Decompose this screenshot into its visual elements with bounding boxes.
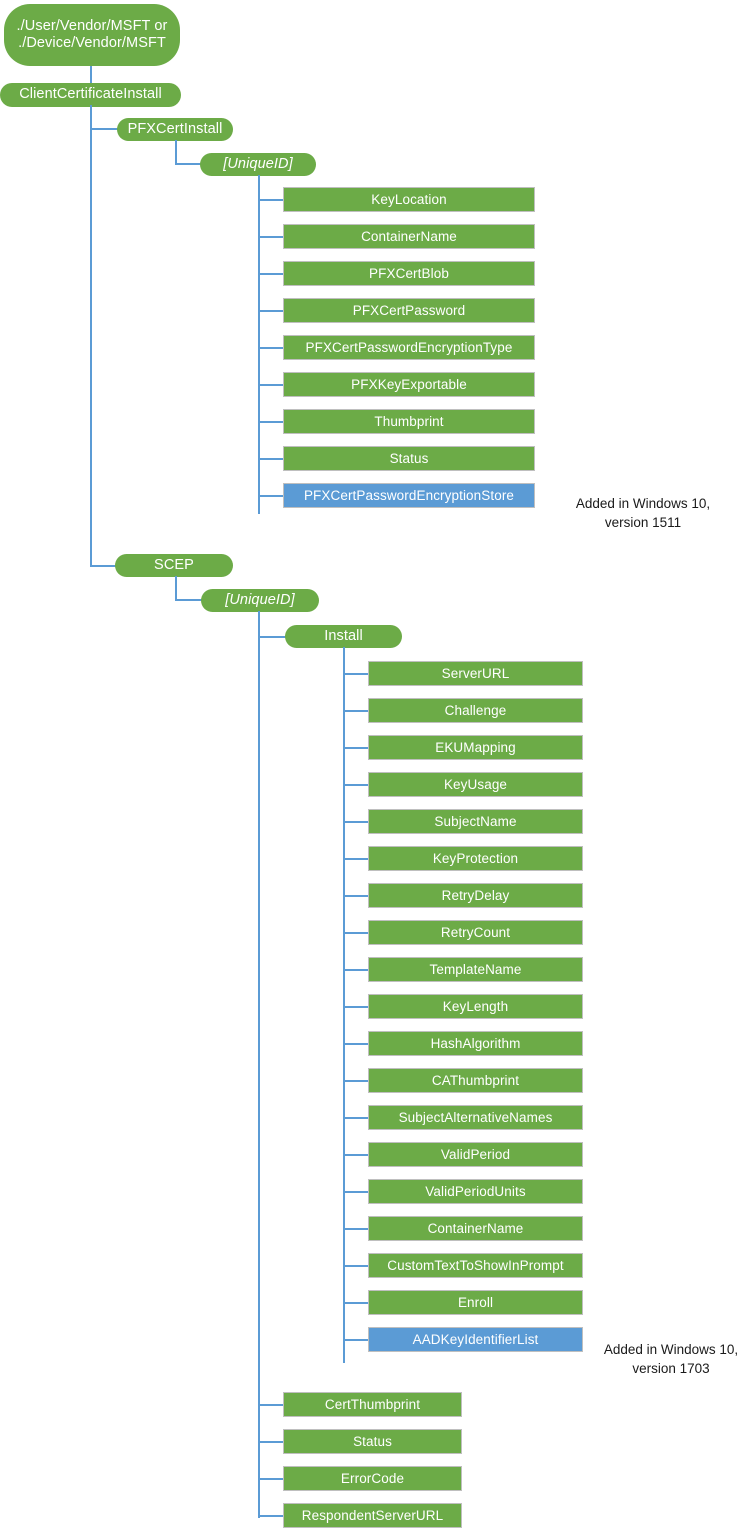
node-root[interactable]: ./User/Vendor/MSFT or ./Device/Vendor/MS… <box>4 4 180 66</box>
connector-stub <box>343 1117 368 1119</box>
leaf-node[interactable]: SubjectName <box>368 809 583 834</box>
connector-root-to-cci <box>90 66 92 94</box>
connector-stub <box>343 895 368 897</box>
connector-stub <box>258 199 283 201</box>
connector-scep-trunk <box>175 576 177 600</box>
node-pfx-unique-id[interactable]: [UniqueID] <box>200 153 316 176</box>
connector-stub <box>258 384 283 386</box>
connector-uniqueid-to-install <box>258 636 288 638</box>
connector-stub <box>343 821 368 823</box>
node-root-line2: ./Device/Vendor/MSFT <box>18 35 166 51</box>
connector-stub <box>343 858 368 860</box>
connector-stub <box>258 421 283 423</box>
leaf-node[interactable]: TemplateName <box>368 957 583 982</box>
leaf-node[interactable]: Enroll <box>368 1290 583 1315</box>
connector-stub <box>343 747 368 749</box>
leaf-node[interactable]: RetryCount <box>368 920 583 945</box>
leaf-node[interactable]: ValidPeriodUnits <box>368 1179 583 1204</box>
connector-stub <box>343 1154 368 1156</box>
connector-scep-to-uniqueid <box>175 599 203 601</box>
annotation-pfx-line1: Added in Windows 10, <box>575 496 711 511</box>
leaf-node[interactable]: ValidPeriod <box>368 1142 583 1167</box>
connector-stub <box>258 1515 283 1517</box>
connector-stub <box>343 1043 368 1045</box>
leaf-node[interactable]: ContainerName <box>283 224 535 249</box>
connector-stub <box>343 710 368 712</box>
leaf-node[interactable]: AADKeyIdentifierList <box>368 1327 583 1352</box>
connector-stub <box>258 273 283 275</box>
annotation-scep-added: Added in Windows 10, version 1703 <box>592 1340 750 1378</box>
connector-stub <box>343 673 368 675</box>
leaf-node[interactable]: PFXCertPasswordEncryptionType <box>283 335 535 360</box>
connector-stub <box>343 784 368 786</box>
node-pfx-cert-install[interactable]: PFXCertInstall <box>117 118 233 141</box>
leaf-node[interactable]: CustomTextToShowInPrompt <box>368 1253 583 1278</box>
connector-stub <box>258 1478 283 1480</box>
connector-stub <box>258 236 283 238</box>
connector-stub <box>343 1080 368 1082</box>
annotation-scep-line2: version 1703 <box>632 1361 710 1377</box>
annotation-scep-line1: Added in Windows 10, <box>603 1342 739 1357</box>
connector-stub <box>343 932 368 934</box>
leaf-node[interactable]: RespondentServerURL <box>283 1503 462 1528</box>
leaf-node[interactable]: RetryDelay <box>368 883 583 908</box>
leaf-node[interactable]: PFXCertPassword <box>283 298 535 323</box>
leaf-node[interactable]: PFXKeyExportable <box>283 372 535 397</box>
connector-stub <box>343 1228 368 1230</box>
leaf-node[interactable]: KeyLength <box>368 994 583 1019</box>
leaf-node[interactable]: Status <box>283 446 535 471</box>
leaf-node[interactable]: PFXCertBlob <box>283 261 535 286</box>
connector-stub <box>258 347 283 349</box>
node-install[interactable]: Install <box>285 625 402 648</box>
connector-stub <box>343 1339 368 1341</box>
leaf-node[interactable]: PFXCertPasswordEncryptionStore <box>283 483 535 508</box>
connector-scep-uniqueid-trunk <box>258 611 260 1518</box>
leaf-node[interactable]: ContainerName <box>368 1216 583 1241</box>
connector-stub <box>343 1006 368 1008</box>
leaf-node[interactable]: ServerURL <box>368 661 583 686</box>
connector-stub <box>343 1191 368 1193</box>
leaf-node[interactable]: CertThumbprint <box>283 1392 462 1417</box>
connector-stub <box>258 310 283 312</box>
leaf-node[interactable]: SubjectAlternativeNames <box>368 1105 583 1130</box>
connector-install-trunk <box>343 647 345 1363</box>
leaf-node[interactable]: KeyUsage <box>368 772 583 797</box>
node-client-certificate-install[interactable]: ClientCertificateInstall <box>0 83 181 107</box>
leaf-node[interactable]: Thumbprint <box>283 409 535 434</box>
node-scep[interactable]: SCEP <box>115 554 233 577</box>
connector-cci-trunk <box>90 105 92 567</box>
connector-cci-to-pfx <box>90 128 126 130</box>
connector-stub <box>258 495 283 497</box>
node-root-line1: ./User/Vendor/MSFT or <box>16 17 168 34</box>
leaf-node[interactable]: KeyProtection <box>368 846 583 871</box>
node-scep-unique-id[interactable]: [UniqueID] <box>201 589 319 612</box>
annotation-pfx-added: Added in Windows 10, version 1511 <box>543 494 743 532</box>
leaf-node[interactable]: Challenge <box>368 698 583 723</box>
leaf-node[interactable]: ErrorCode <box>283 1466 462 1491</box>
connector-stub <box>258 458 283 460</box>
connector-stub <box>258 1404 283 1406</box>
leaf-node[interactable]: EKUMapping <box>368 735 583 760</box>
connector-stub <box>343 1302 368 1304</box>
annotation-pfx-line2: version 1511 <box>604 515 682 531</box>
leaf-node[interactable]: KeyLocation <box>283 187 535 212</box>
connector-pfx-uniqueid-trunk <box>258 175 260 514</box>
connector-pfx-trunk <box>175 140 177 164</box>
connector-stub <box>343 969 368 971</box>
leaf-node[interactable]: HashAlgorithm <box>368 1031 583 1056</box>
connector-stub <box>258 1441 283 1443</box>
connector-cci-to-scep <box>90 565 116 567</box>
leaf-node[interactable]: Status <box>283 1429 462 1454</box>
connector-pfx-to-uniqueid <box>175 163 203 165</box>
connector-stub <box>343 1265 368 1267</box>
leaf-node[interactable]: CAThumbprint <box>368 1068 583 1093</box>
